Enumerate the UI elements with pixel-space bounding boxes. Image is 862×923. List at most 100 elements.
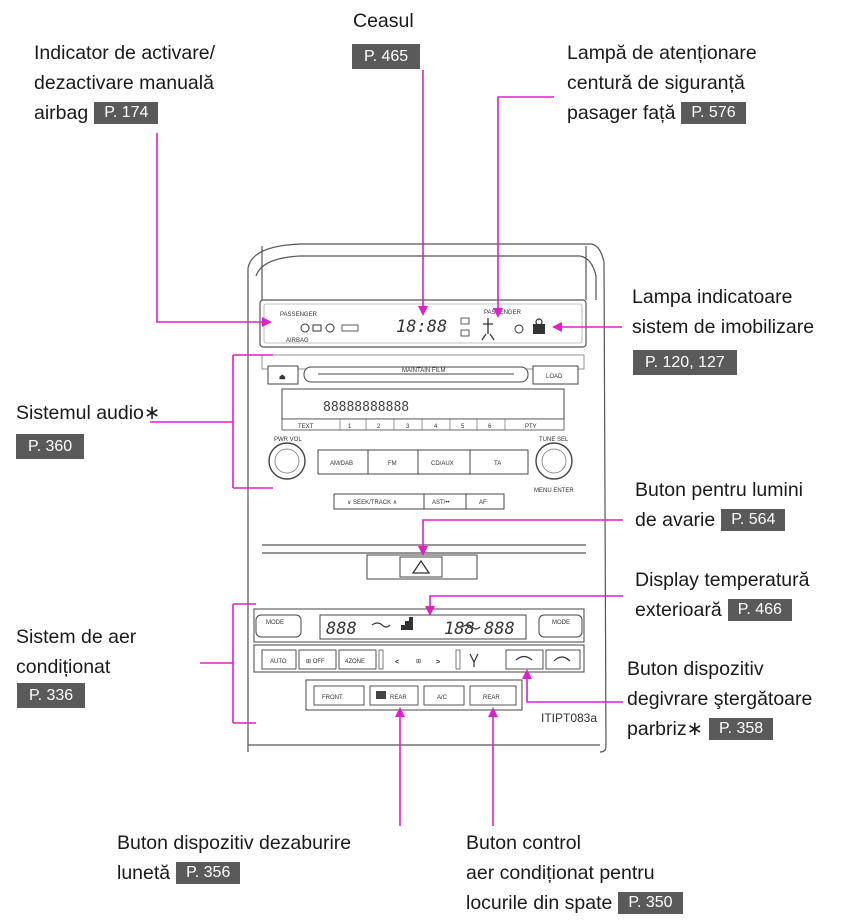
callout-lines (150, 70, 623, 826)
af-label: AF (479, 500, 487, 506)
ac-button[interactable] (423, 685, 465, 706)
callout-airbag (156, 133, 266, 323)
seatbelt-page-ref[interactable]: P. 576 (681, 102, 746, 124)
pty-button[interactable]: PTY (525, 424, 537, 430)
fan-up-button[interactable]: > (436, 659, 440, 666)
airbag-clock-icon (341, 324, 359, 332)
callout-seatbelt (497, 96, 554, 312)
climate-temp-left: 888 (326, 619, 357, 639)
clock-label: Ceasul (353, 10, 414, 32)
hazard-triangle-icon (411, 559, 431, 574)
front-defroster-label: FRONT (322, 695, 343, 701)
preset-2-button[interactable]: 2 (377, 424, 381, 430)
ta-label: TA (494, 461, 501, 467)
immobilizer-car-icon (533, 324, 545, 334)
clock-display: 18:88 (396, 317, 447, 337)
tune-knob[interactable] (535, 442, 573, 480)
aircon-page-ref[interactable]: P. 336 (17, 683, 86, 708)
audio-page-ref[interactable]: P. 360 (16, 434, 85, 459)
wiper-deicer-label: Buton dispozitiv degivrare ştergătoare p… (627, 658, 813, 740)
outside-temp-page-ref[interactable]: P. 466 (727, 599, 792, 621)
rear-defogger-button[interactable] (369, 685, 419, 706)
seat-airflow-icon (469, 653, 479, 667)
preset-4-button[interactable]: 4 (434, 424, 438, 430)
fan-level-icon (397, 617, 413, 630)
airflow-left-icon (371, 622, 391, 628)
airbag-off-icon (312, 324, 322, 332)
recirculation-button[interactable] (545, 649, 581, 670)
rear-ac-label: REAR (483, 695, 500, 701)
airbag-on-icon (300, 323, 310, 333)
mode-right-label: MODE (552, 620, 570, 626)
callout-aircon (200, 603, 256, 724)
tune-sel-label: TUNE SEL (539, 437, 569, 443)
rear-ac-button[interactable] (469, 685, 517, 706)
rear-defogger-icon (376, 691, 386, 699)
rear-ac-label: Buton control aer condiționat pentru loc… (466, 828, 683, 918)
preset-1-button[interactable]: 1 (348, 424, 352, 430)
seek-track-label: ∨ SEEK/TRACK ∧ (347, 500, 397, 506)
airbag-status-icon (325, 323, 335, 333)
callout-hazard (422, 519, 623, 552)
cd-aux-button[interactable] (417, 449, 471, 475)
preset-3-button[interactable]: 3 (406, 424, 410, 430)
preset-6-button[interactable]: 6 (488, 424, 492, 430)
climate-panel: MODE MODE 888 188 888 AUTO ⊞ OFF 4ZONE <… (253, 608, 585, 711)
am-dab-button[interactable] (317, 449, 369, 475)
am-dab-label: AM/DAB (330, 461, 353, 467)
wiper-deicer-page-ref[interactable]: P. 358 (708, 718, 774, 740)
fan-off-button[interactable] (298, 649, 337, 670)
eject-button[interactable] (267, 365, 299, 385)
rear-defogger-label: REAR (390, 695, 407, 701)
rear-ac-page-ref[interactable]: P. 350 (618, 892, 683, 914)
outside-temp-display: 188 (444, 619, 475, 639)
load-button[interactable] (532, 365, 579, 385)
ta-button[interactable] (469, 449, 529, 475)
audio-display-value: 88888888888 (323, 400, 409, 415)
immobilizer-key-icon (535, 318, 543, 326)
pwr-vol-label: PWR VOL (274, 437, 302, 443)
text-button[interactable]: TEXT (298, 424, 314, 430)
figure-code: ITIPT083a (541, 711, 598, 725)
callout-audio (150, 354, 273, 489)
4zone-button[interactable] (338, 649, 377, 670)
climate-display (319, 614, 527, 640)
4zone-label: 4ZONE (345, 659, 365, 665)
auto-button[interactable] (261, 649, 297, 670)
hazard-page-ref[interactable]: P. 564 (721, 509, 786, 531)
rear-defogger-page-ref[interactable]: P. 356 (176, 862, 241, 884)
ac-label: A/C (437, 695, 448, 701)
front-defroster-button[interactable] (313, 685, 365, 706)
cd-aux-label: CD/AUX (431, 461, 454, 467)
wiper-deicer-icon (515, 655, 533, 661)
volume-knob[interactable] (268, 442, 306, 480)
menu-enter-label: MENU ENTER (534, 488, 574, 494)
hazard-button-group (366, 554, 478, 580)
mode-left-button[interactable] (255, 614, 302, 638)
eject-icon: ⏏ (279, 374, 286, 381)
airbag-small-label-2: AIRBAG (286, 338, 309, 344)
callout-wiper (526, 675, 623, 703)
af-button[interactable] (465, 493, 505, 510)
immobilizer-page-ref[interactable]: P. 120, 127 (633, 350, 737, 375)
recirculation-icon (553, 656, 571, 662)
fan-down-button[interactable]: < (395, 659, 399, 666)
airbag-page-ref[interactable]: P. 174 (94, 102, 159, 124)
clock-page-ref[interactable]: P. 465 (352, 44, 421, 69)
load-label: LOAD (546, 374, 563, 380)
wiper-deicer-button[interactable] (505, 649, 544, 670)
immobilizer-label: Lampa indicatoare sistem de imobilizare (632, 286, 815, 338)
mode-right-button[interactable] (538, 614, 583, 638)
hazard-button[interactable] (399, 556, 443, 578)
airbag-label: Indicator de activare/ dezactivare manua… (34, 42, 216, 124)
preset-5-button[interactable]: 5 (461, 424, 465, 430)
fan-icon: ⊞ (416, 659, 421, 665)
passenger-small-label: PASSENGER (484, 310, 522, 316)
console-outline (247, 243, 607, 753)
mode-left-label: MODE (266, 620, 284, 626)
status-lo-icon (460, 329, 470, 337)
airbag-small-label-1: PASSENGER (280, 312, 318, 318)
